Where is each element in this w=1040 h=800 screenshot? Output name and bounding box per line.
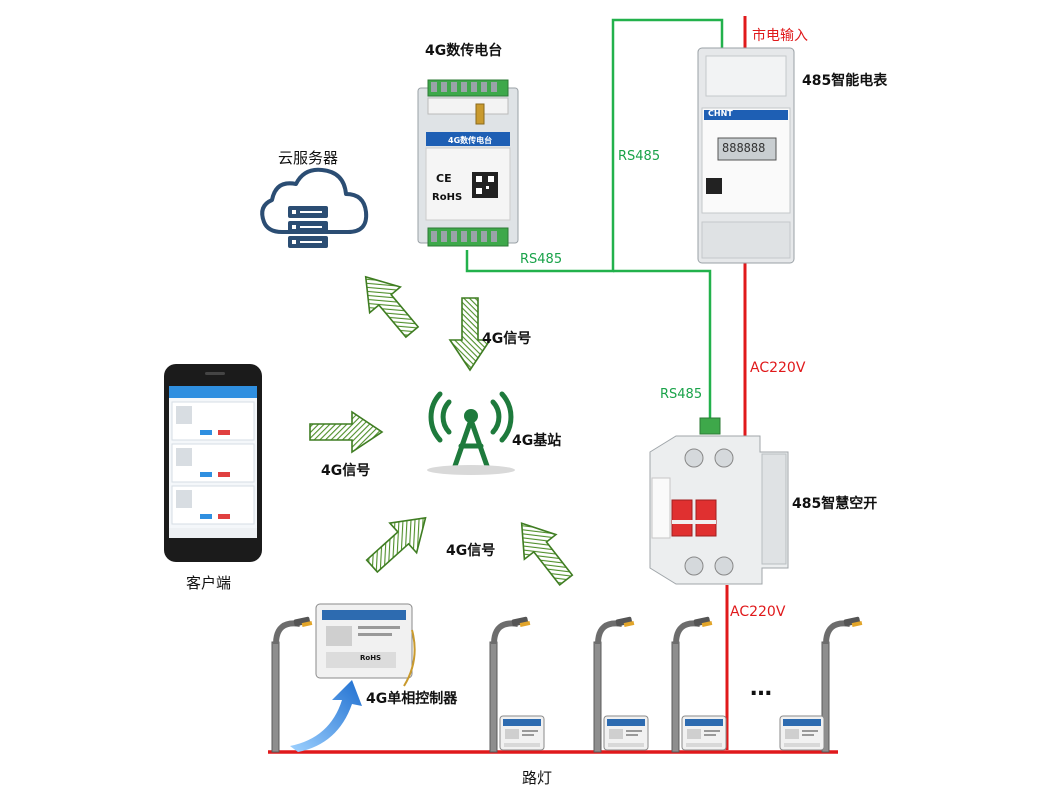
label-rs485-dtu: RS485	[520, 252, 563, 267]
smart-meter-device	[697, 47, 795, 264]
lamp-controller-4	[779, 715, 825, 751]
label-ac220v-upper: AC220V	[750, 360, 806, 376]
label-mains-input: 市电输入	[752, 28, 808, 44]
label-signal-left: 4G信号	[321, 463, 371, 479]
label-dtu: 4G数传电台	[425, 43, 503, 59]
base-station-icon	[427, 391, 515, 475]
controller-device	[315, 603, 416, 687]
lamp-controller-3	[681, 715, 727, 751]
label-breaker: 485智慧空开	[792, 496, 878, 512]
dtu-panel-title: 4G数传电台	[448, 136, 493, 145]
cloud-server-icon	[260, 167, 369, 248]
label-meter: 485智能电表	[802, 73, 888, 89]
dtu-device	[417, 79, 519, 247]
lamp-controller-2	[603, 715, 649, 751]
meter-display: 888888	[722, 141, 766, 155]
label-signal-bottom: 4G信号	[446, 543, 496, 559]
controller-curved-arrow	[290, 680, 362, 752]
street-lamp-1	[272, 616, 312, 752]
label-cloud: 云服务器	[278, 149, 339, 167]
label-rs485-meter: RS485	[618, 149, 661, 164]
street-lamp-5	[822, 616, 862, 752]
controller-rohs-mark: RoHS	[360, 654, 382, 662]
label-ellipsis: …	[750, 676, 772, 701]
label-rs485-breaker: RS485	[660, 387, 703, 402]
arrow-from-lights	[505, 510, 583, 594]
dtu-ce-mark: CE	[436, 172, 452, 185]
label-controller: 4G单相控制器	[366, 691, 458, 707]
label-client: 客户端	[186, 574, 232, 592]
label-ac220v-lower: AC220V	[730, 604, 786, 620]
label-signal-top: 4G信号	[482, 331, 532, 347]
lamp-controller-1	[499, 715, 545, 751]
arrow-from-phone	[309, 411, 383, 453]
dtu-rohs-mark: RoHS	[432, 192, 463, 203]
phone-device	[164, 364, 262, 562]
label-base-station: 4G基站	[512, 433, 562, 449]
arrow-from-controller	[357, 502, 440, 582]
rs485-wire-dtu-meter	[465, 18, 724, 273]
label-streetlights: 路灯	[522, 769, 553, 787]
arrow-to-cloud	[349, 263, 429, 346]
smart-breaker-device	[649, 417, 789, 585]
meter-brand: CHNT	[708, 109, 733, 118]
rs485-wire-to-breaker	[613, 269, 712, 420]
